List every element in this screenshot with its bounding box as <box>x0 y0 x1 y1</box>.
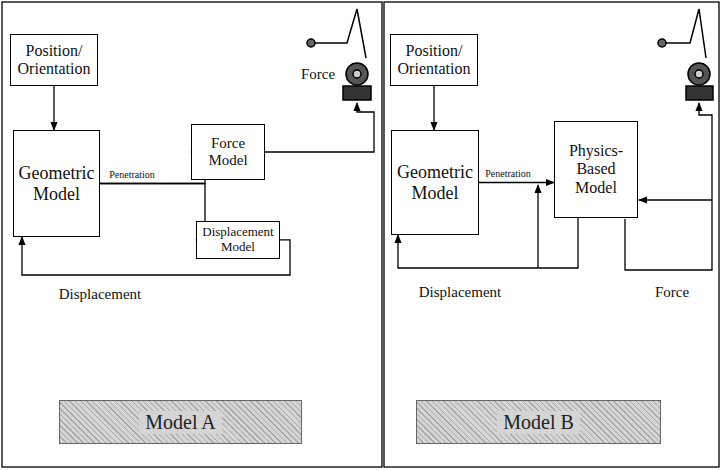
input-box: Position/ Orientation <box>390 34 478 86</box>
node-text: Geometric Model <box>18 163 95 204</box>
model-banner: Model B <box>416 400 661 444</box>
node-text: Physics-Based Model <box>559 142 633 197</box>
signal-label: Force <box>299 66 337 83</box>
node-text: Force Model <box>196 135 260 170</box>
edge-label: Displacement <box>417 284 503 301</box>
force-feedback-line <box>639 199 712 200</box>
connector <box>100 152 205 184</box>
force-line <box>264 103 374 152</box>
node-text: Displacement Model <box>201 225 275 255</box>
process-box: Geometric Model <box>13 130 100 237</box>
panel-border <box>384 2 719 467</box>
process-box: Geometric Model <box>391 130 479 235</box>
edge-label: Penetration <box>483 168 533 179</box>
node-text: Model A <box>139 411 222 434</box>
node-text: Position/ Orientation <box>15 42 93 79</box>
signal-label: Force <box>653 284 691 301</box>
process-box: Force Model <box>191 124 265 180</box>
haptic-device <box>658 9 713 100</box>
connector <box>433 86 434 130</box>
panel-border <box>2 2 382 467</box>
force-line <box>625 103 712 270</box>
node-text: Position/ Orientation <box>395 42 473 79</box>
process-box: Physics-Based Model <box>554 121 638 218</box>
haptic-device <box>307 9 371 100</box>
process-box: Displacement Model <box>196 221 280 259</box>
node-text: Model B <box>497 411 580 434</box>
edge-label: Penetration <box>107 169 157 180</box>
displacement-tap-line <box>537 185 538 268</box>
connector <box>100 184 205 240</box>
connector <box>479 182 554 183</box>
node-text: Geometric Model <box>396 162 474 203</box>
model-banner: Model A <box>59 400 302 444</box>
edge-label: Displacement <box>57 286 143 303</box>
input-box: Position/ Orientation <box>10 34 98 86</box>
connector <box>53 86 54 130</box>
